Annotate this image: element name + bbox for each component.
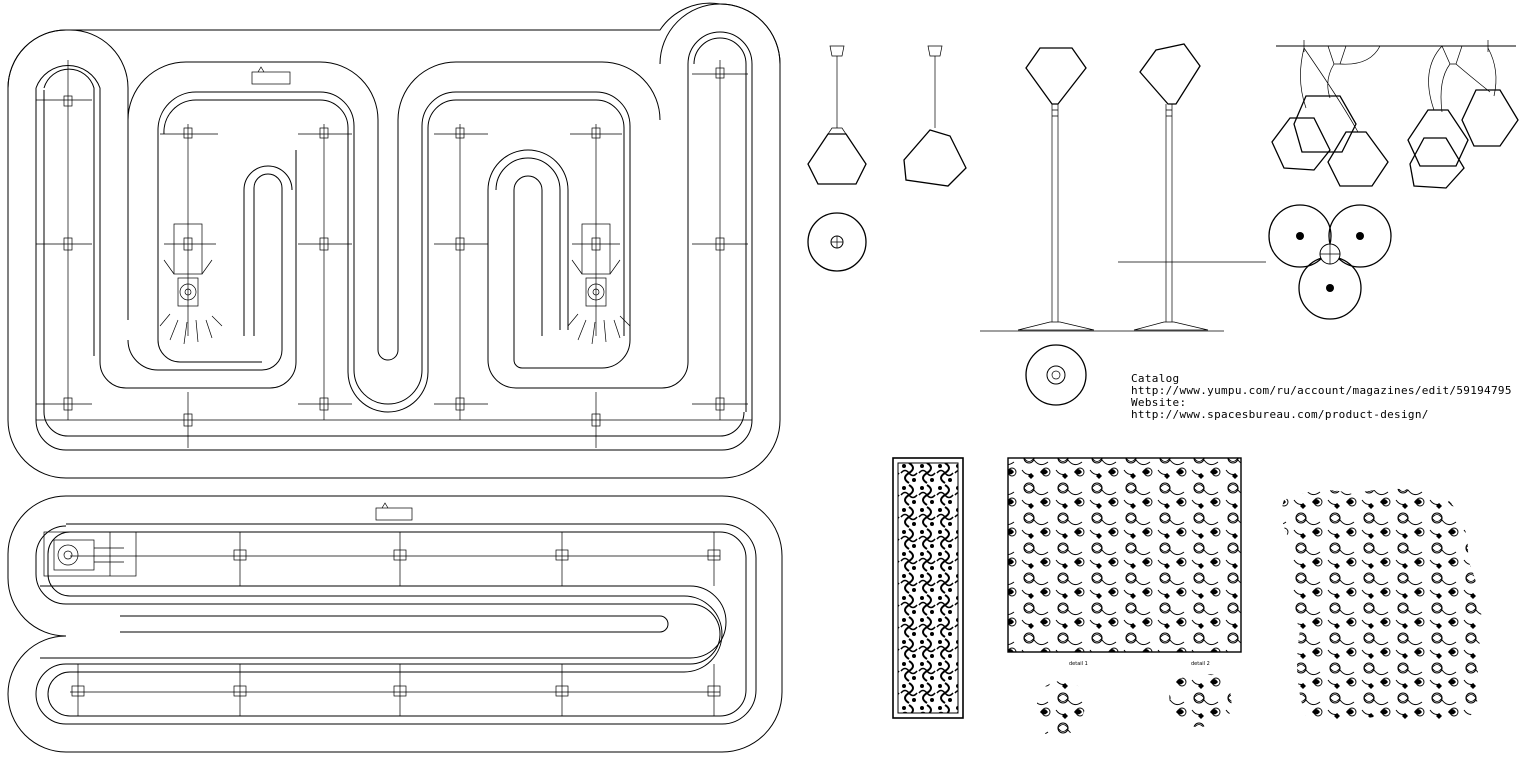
pendant-lamp-icon [903,45,967,187]
ornament-pattern-icon [1007,457,1242,653]
website-url[interactable]: http://www.spacesbureau.com/product-desi… [1131,408,1429,421]
serpentine-track-plan [7,2,781,479]
drive-motor-bottom [43,531,137,577]
floor-lamp-icon [1133,43,1209,331]
lamp-cluster-icon [1271,40,1519,189]
ornament-pattern-icon [1281,488,1482,720]
oval-track-plan [7,495,783,753]
detail-label-2: detail 2 [1191,661,1210,667]
lamp-cluster-plan-icon [1268,204,1392,320]
pendant-lamp-icon [807,45,867,185]
ornament-detail-icon [1169,674,1232,727]
drive-motor-left [159,223,223,345]
floor-lamp-icon [1017,47,1095,331]
ornament-detail-icon [1036,680,1086,738]
detail-label-1: detail 1 [1069,661,1088,667]
drive-motor-right [567,223,631,345]
pendant-lamp-plan-icon [807,212,867,272]
catalog-url[interactable]: http://www.yumpu.com/ru/account/magazine… [1131,384,1512,397]
catalog-label: Catalog [1131,372,1180,385]
ornament-pattern-icon [892,457,964,719]
floor-lamp-plan-icon [1025,344,1087,406]
website-label: Website: [1131,396,1187,409]
